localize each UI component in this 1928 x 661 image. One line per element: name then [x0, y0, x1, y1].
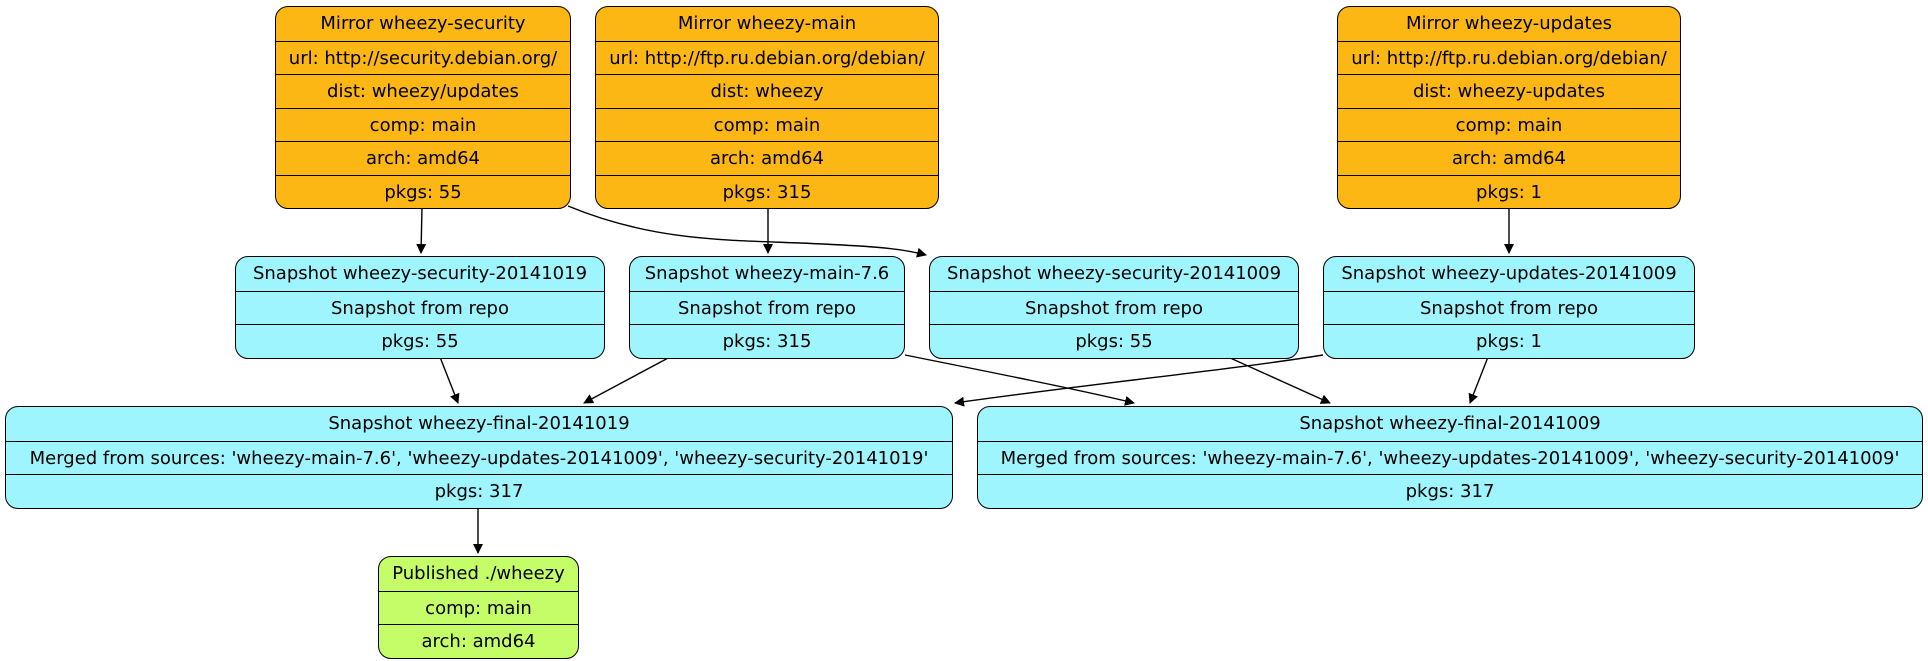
- edge-mirror-wheezy-security-to-snapshot-wheezy-security-20141009: [567, 205, 927, 258]
- node-title: Snapshot wheezy-security-20141019: [252, 263, 588, 284]
- node-field: comp: main: [276, 107, 570, 142]
- edge-snapshot-wheezy-updates-20141009-to-snapshot-wheezy-final-20141019: [954, 354, 1324, 407]
- edge-snapshot-wheezy-main-7-6-to-snapshot-wheezy-final-20141019: [583, 356, 671, 404]
- node-field: url: http://ftp.ru.debian.org/debian/: [596, 40, 938, 75]
- node-field: arch: amd64: [596, 141, 938, 175]
- node-field: Snapshot from repo: [236, 290, 604, 325]
- edge-snapshot-wheezy-security-20141019-to-snapshot-wheezy-final-20141019: [439, 356, 460, 404]
- node-field: Snapshot from repo: [1324, 290, 1694, 325]
- node-field: pkgs: 317: [6, 474, 952, 508]
- node-mirror-wheezy-updates: Mirror wheezy-updates url: http://ftp.ru.…: [1337, 6, 1681, 209]
- node-field: arch: amd64: [1338, 141, 1680, 175]
- node-field: comp: main: [1338, 107, 1680, 142]
- edge-mirror-wheezy-security-to-snapshot-wheezy-security-20141019: [416, 206, 427, 254]
- node-title: Mirror wheezy-security: [320, 13, 526, 34]
- node-field: Merged from sources: 'wheezy-main-7.6', …: [978, 440, 1922, 475]
- node-field: arch: amd64: [276, 141, 570, 175]
- node-title: Published ./wheezy: [392, 563, 565, 584]
- node-field: Snapshot from repo: [630, 290, 904, 325]
- node-field: pkgs: 55: [276, 174, 570, 209]
- node-title: Mirror wheezy-updates: [1405, 13, 1613, 34]
- node-field: arch: amd64: [379, 624, 578, 658]
- node-title: Snapshot wheezy-main-7.6: [644, 263, 890, 284]
- node-field: pkgs: 317: [978, 474, 1922, 508]
- node-field: pkgs: 55: [236, 324, 604, 358]
- node-title: Mirror wheezy-main: [677, 13, 857, 34]
- node-field: pkgs: 315: [630, 324, 904, 358]
- node-mirror-wheezy-security: Mirror wheezy-security url: http://securi…: [275, 6, 571, 209]
- node-field: dist: wheezy: [596, 74, 938, 108]
- edge-snapshot-wheezy-updates-20141009-to-snapshot-wheezy-final-20141009: [1468, 356, 1489, 404]
- node-title: Snapshot wheezy-final-20141019: [328, 413, 630, 434]
- node-field: Snapshot from repo: [930, 290, 1298, 325]
- node-field: pkgs: 1: [1338, 174, 1680, 209]
- node-field: Merged from sources: 'wheezy-main-7.6', …: [6, 440, 952, 475]
- node-field: pkgs: 55: [930, 324, 1298, 358]
- node-field: url: http://security.debian.org/: [276, 40, 570, 75]
- node-field: url: http://ftp.ru.debian.org/debian/: [1338, 40, 1680, 75]
- node-title: Snapshot wheezy-final-20141009: [1299, 413, 1601, 434]
- edge-snapshot-wheezy-main-7-6-to-snapshot-wheezy-final-20141009: [904, 354, 1135, 406]
- node-mirror-wheezy-main: Mirror wheezy-main url: http://ftp.ru.deb…: [595, 6, 939, 209]
- node-field: comp: main: [596, 107, 938, 142]
- edge-snapshot-wheezy-security-20141009-to-snapshot-wheezy-final-20141009: [1227, 356, 1331, 404]
- node-title: Snapshot wheezy-security-20141009: [946, 263, 1282, 284]
- node-title: Snapshot wheezy-updates-20141009: [1341, 263, 1677, 284]
- node-field: pkgs: 1: [1324, 324, 1694, 358]
- node-field: pkgs: 315: [596, 174, 938, 209]
- node-field: dist: wheezy-updates: [1338, 74, 1680, 108]
- node-field: comp: main: [379, 590, 578, 625]
- node-field: dist: wheezy/updates: [276, 74, 570, 108]
